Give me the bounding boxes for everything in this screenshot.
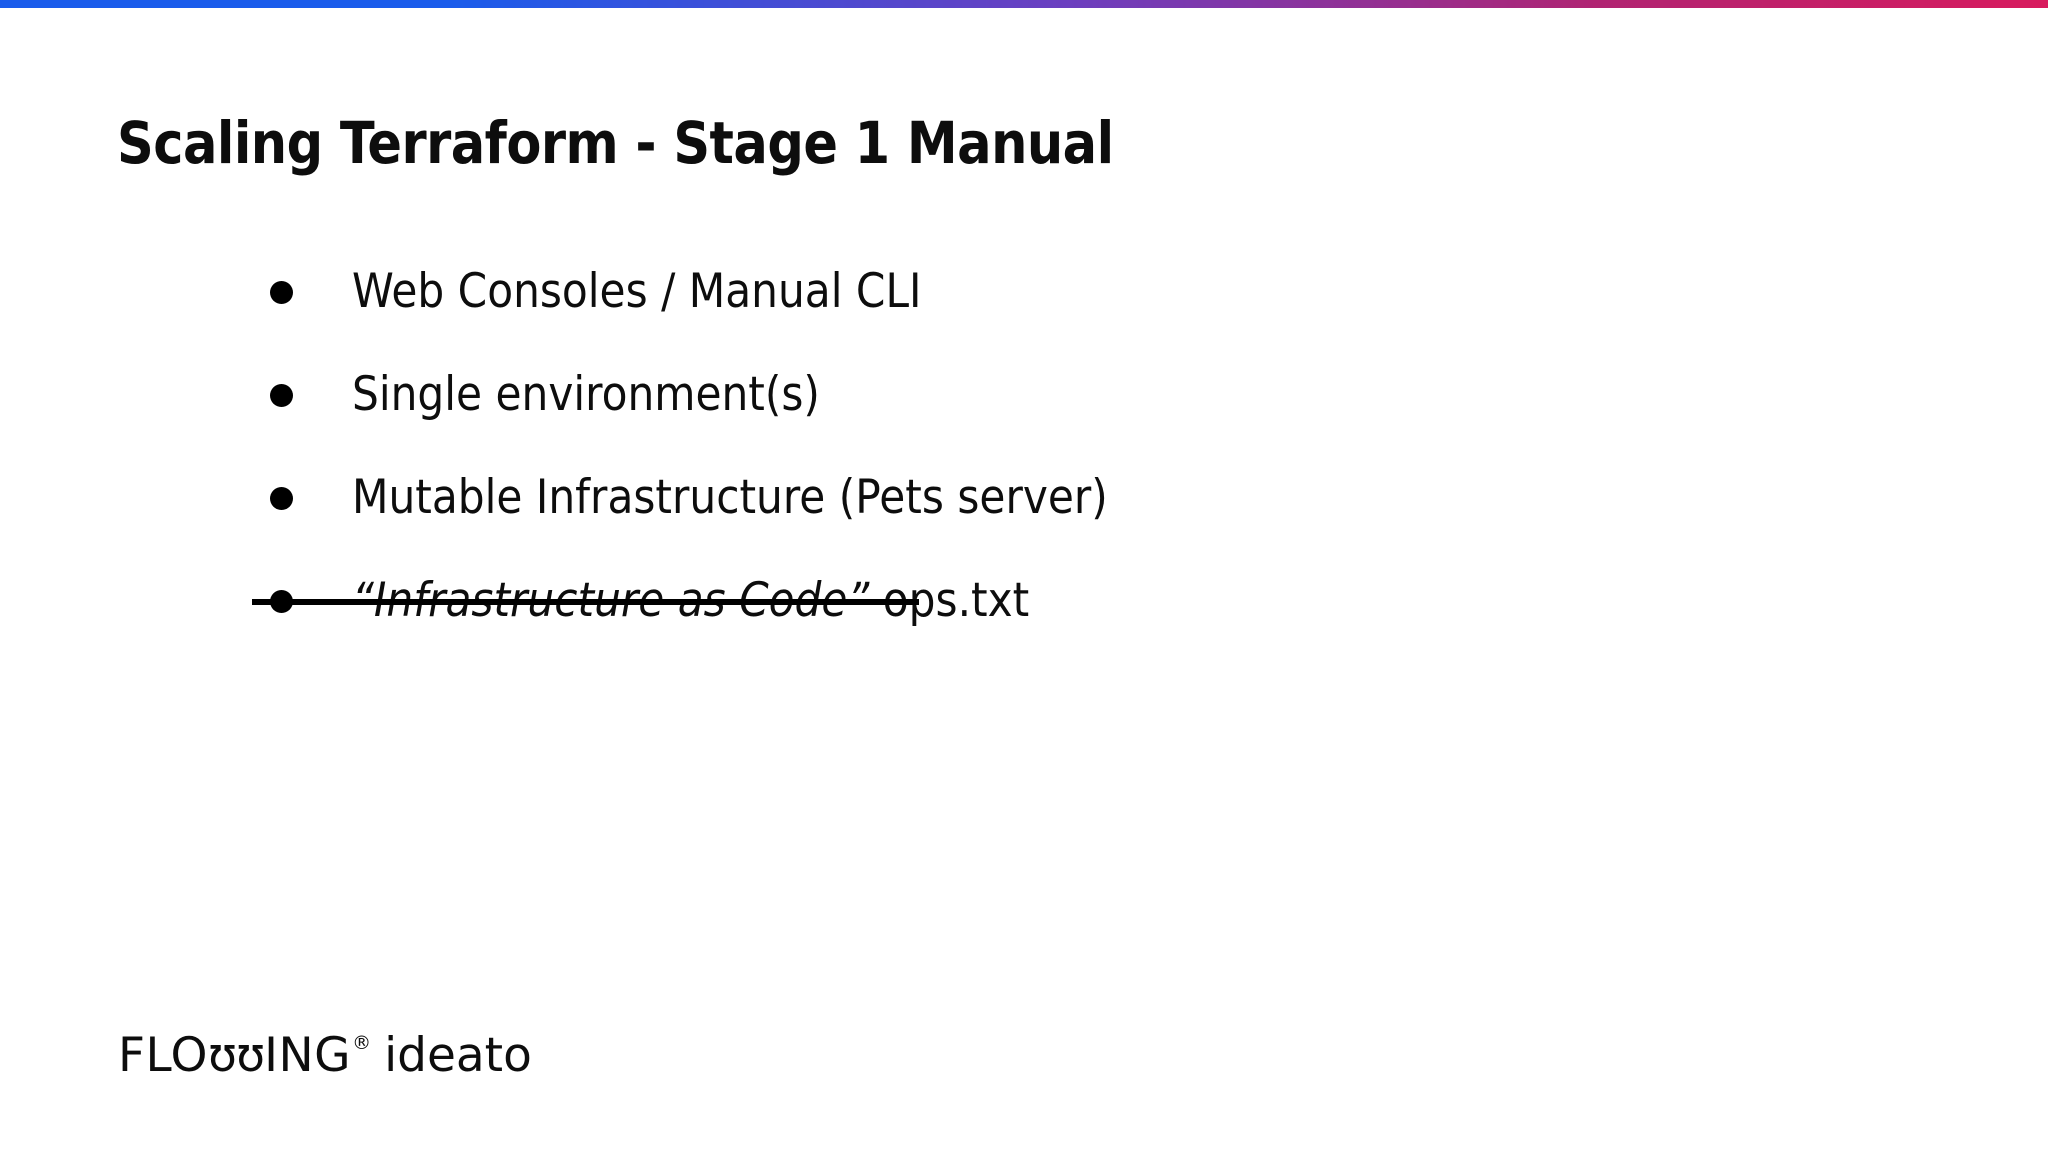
bullet-dot-icon bbox=[270, 486, 293, 510]
bullet-list: Web Consoles / Manual CLI Single environ… bbox=[0, 240, 2048, 652]
list-item-struck: “Infrastructure as Code” ops.txt bbox=[0, 549, 2048, 652]
list-item-label: Single environment(s) bbox=[352, 366, 820, 422]
list-item: Mutable Infrastructure (Pets server) bbox=[0, 446, 2048, 549]
logo-stylized-w-glyph: ʊʊ bbox=[208, 1028, 265, 1083]
list-item: Single environment(s) bbox=[0, 343, 2048, 446]
registered-trademark-icon: ® bbox=[352, 1032, 372, 1054]
strikethrough-line bbox=[252, 598, 919, 605]
list-item-label: Mutable Infrastructure (Pets server) bbox=[352, 469, 1108, 525]
top-accent-gradient-bar bbox=[0, 0, 2048, 8]
page-title: Scaling Terraform - Stage 1 Manual bbox=[117, 109, 1114, 177]
brand-logo: FLO ʊʊ ING ® ideato bbox=[118, 1028, 532, 1083]
logo-flowing-suffix: ING bbox=[264, 1028, 352, 1083]
bullet-dot-icon bbox=[270, 383, 293, 407]
list-item-label: Web Consoles / Manual CLI bbox=[352, 263, 922, 319]
bullet-dot-icon bbox=[270, 280, 293, 304]
list-item: Web Consoles / Manual CLI bbox=[0, 240, 2048, 343]
logo-flowing-prefix: FLO bbox=[118, 1028, 209, 1083]
logo-ideato: ideato bbox=[384, 1028, 532, 1083]
